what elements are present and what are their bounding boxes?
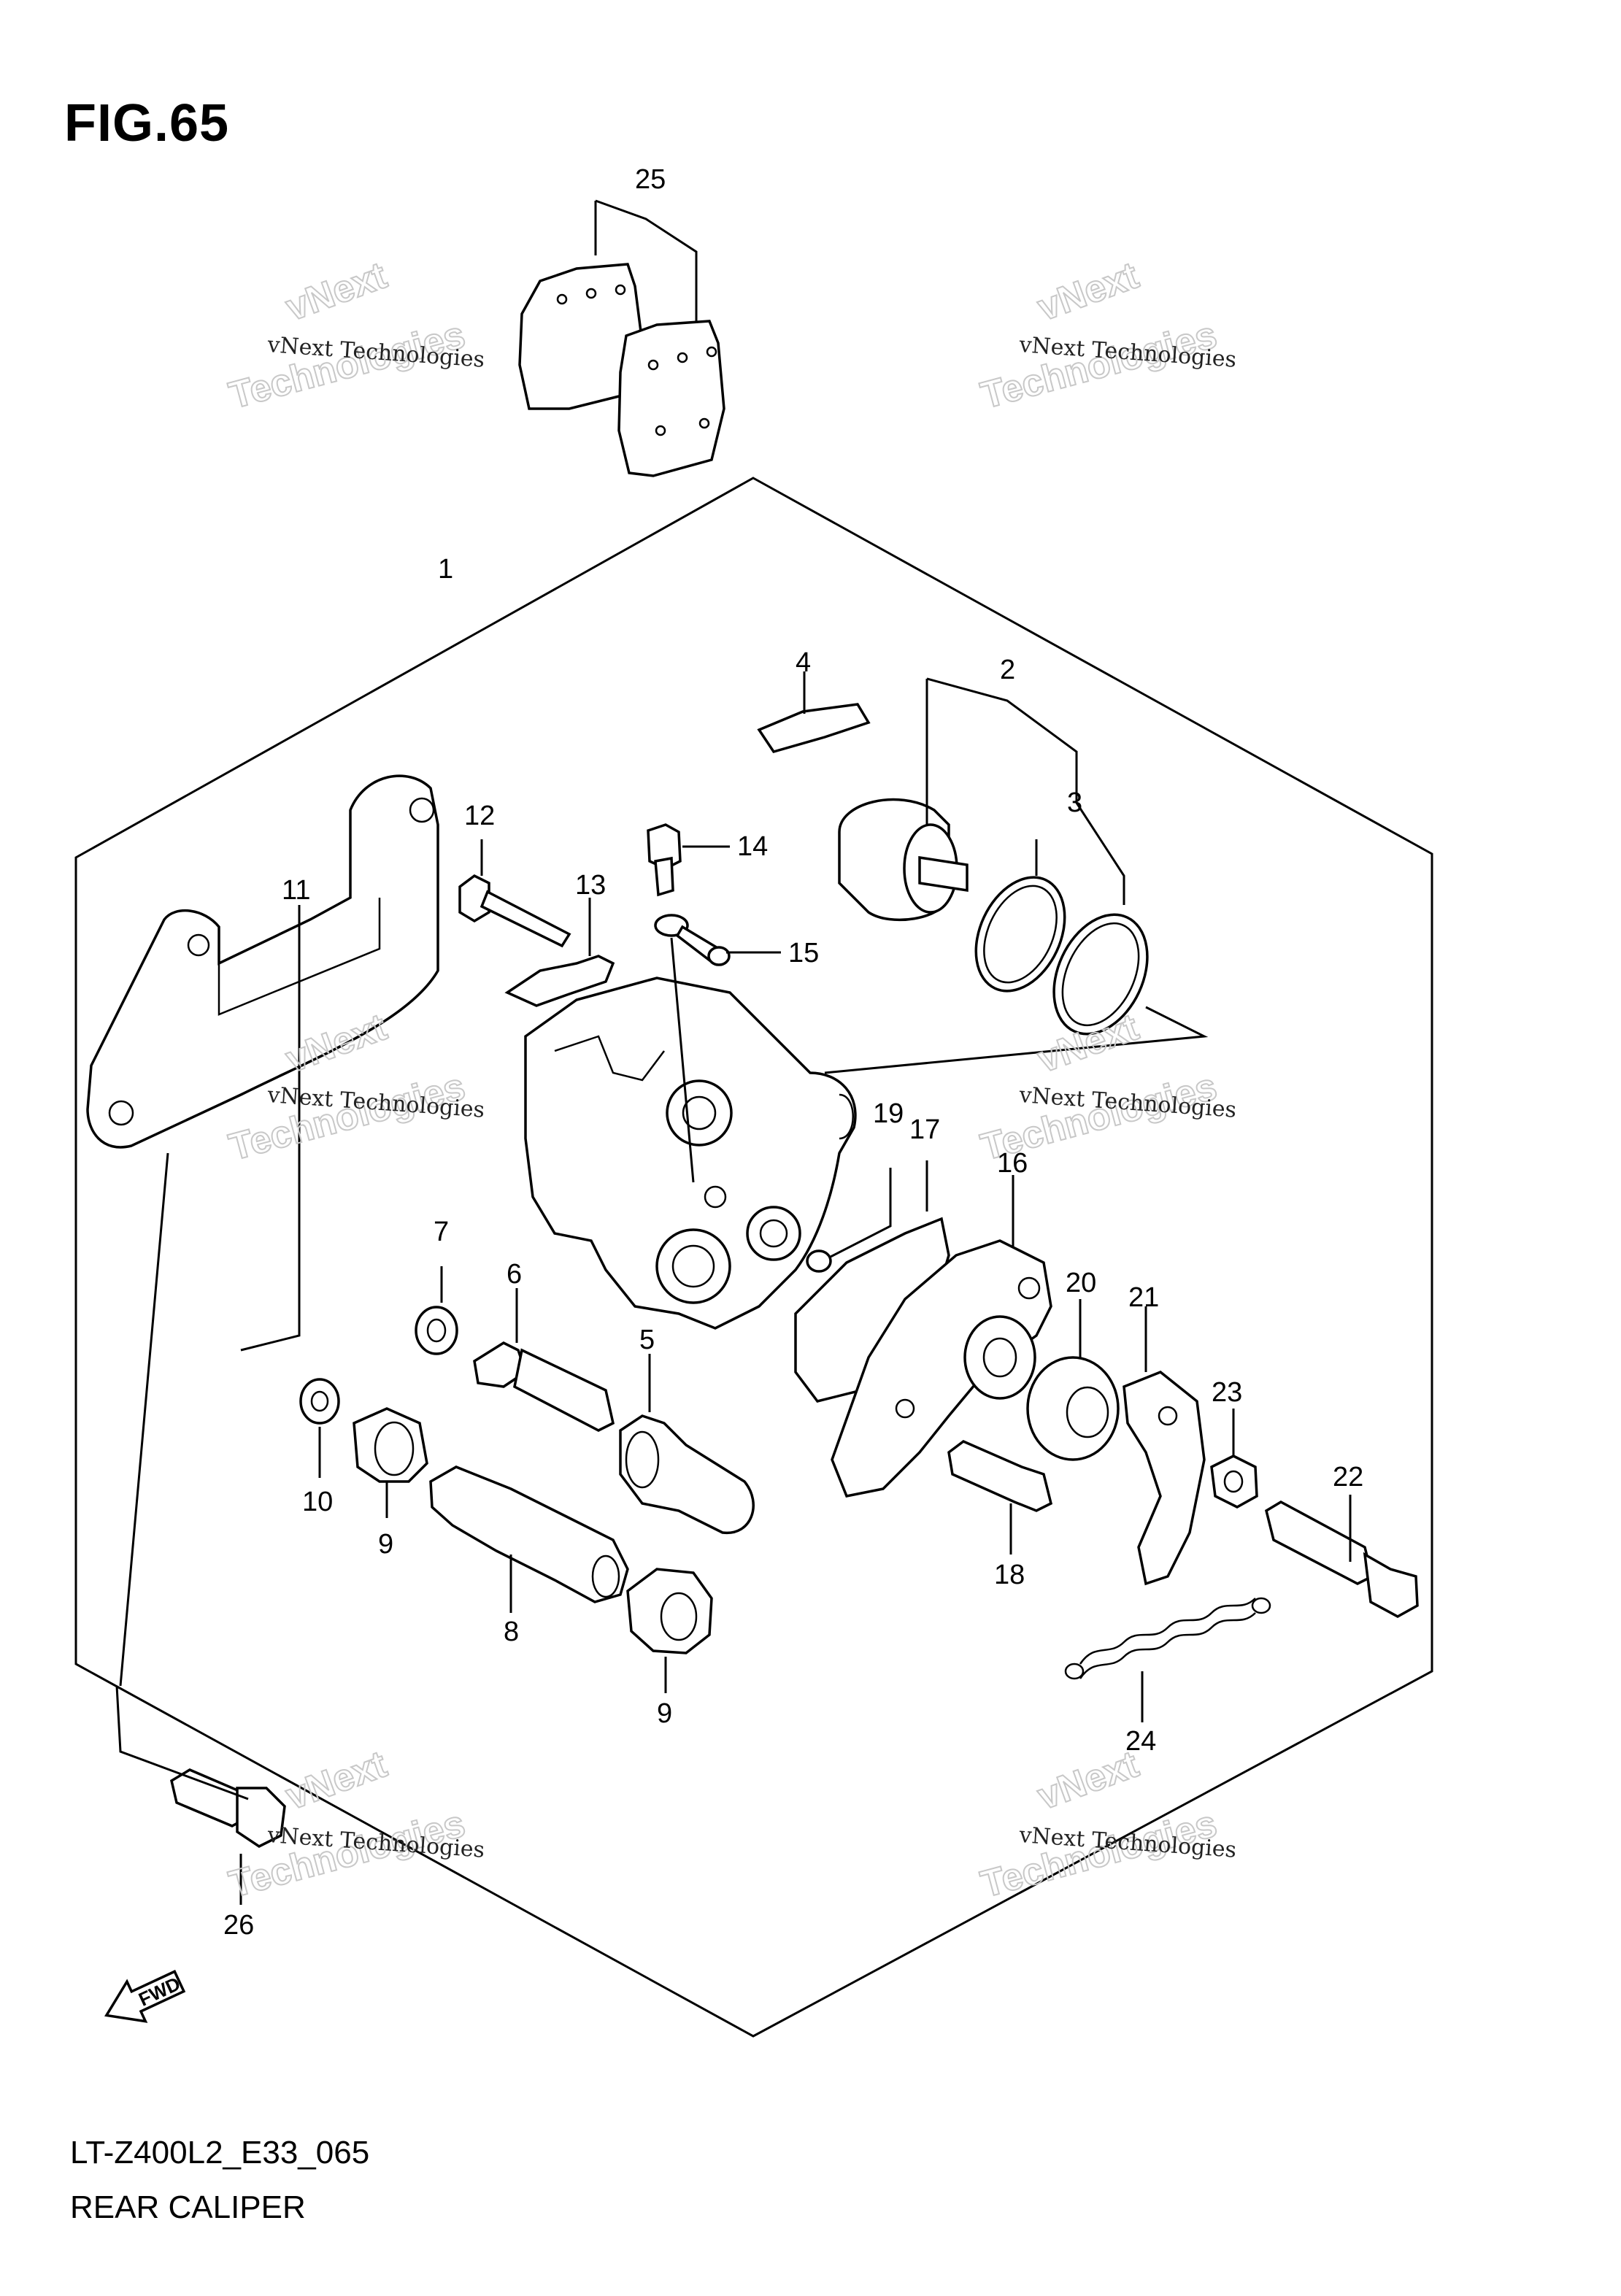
watermark-brand: vNext [1032, 254, 1144, 329]
watermark-top-right: vNext Technologies vNext Technologies [976, 253, 1237, 417]
callout-19: 19 [873, 1098, 904, 1129]
callout-1: 1 [438, 554, 453, 585]
parking-lever [1123, 1370, 1206, 1586]
callout-13: 13 [575, 870, 606, 901]
callout-12: 12 [464, 801, 495, 831]
callout-11: 11 [282, 875, 310, 906]
callout-25: 25 [635, 164, 666, 195]
nut-23 [1210, 1455, 1258, 1509]
forward-arrow-icon: FWD [104, 1970, 186, 2023]
boot-9-lower [626, 1568, 713, 1654]
slide-pin-8 [429, 1465, 629, 1603]
callout-5: 5 [639, 1325, 655, 1355]
callout-15: 15 [788, 938, 819, 968]
bleeder-cap [654, 914, 731, 966]
callout-7: 7 [434, 1217, 449, 1247]
bracket-bolt [458, 874, 571, 948]
watermark-mid-right: vNext Technologies vNext Technologies [976, 1005, 1237, 1169]
washer-7 [415, 1306, 458, 1355]
mounting-bolt-26 [170, 1768, 286, 1849]
model-code: LT-Z400L2_E33_065 [70, 2135, 370, 2170]
callout-21: 21 [1128, 1282, 1159, 1313]
parking-brake-housing [831, 1239, 1052, 1498]
pad-spring-clip [757, 703, 871, 754]
callout-26: 26 [223, 1910, 254, 1941]
callout-22: 22 [1333, 1462, 1363, 1492]
assembly-boundary [74, 477, 1433, 2038]
callout-9-lower: 9 [657, 1698, 672, 1729]
return-spring [1064, 1597, 1271, 1680]
watermark-bottom-right: vNext Technologies vNext Technologies [976, 1742, 1237, 1906]
piston-seals [974, 876, 1149, 1036]
callout-3: 3 [1067, 787, 1082, 818]
callout-23: 23 [1212, 1377, 1242, 1408]
callout-14: 14 [737, 831, 768, 862]
retainer-plate [504, 955, 615, 1007]
callout-9-upper: 9 [378, 1529, 393, 1560]
callout-18: 18 [994, 1560, 1025, 1590]
bleeder-valve [647, 823, 682, 897]
boot-9-upper [353, 1407, 428, 1483]
callout-4: 4 [796, 647, 811, 678]
callout-20: 20 [1066, 1268, 1096, 1298]
o-ring-19 [806, 1249, 832, 1273]
watermark-brand: vNext [280, 254, 392, 329]
watermark-top-left: vNext Technologies vNext Technologies [224, 253, 485, 417]
slide-pin-5 [619, 1414, 755, 1534]
callout-10: 10 [302, 1487, 333, 1517]
slide-pin-6 [473, 1341, 615, 1432]
housing-bolt [947, 1439, 1053, 1512]
adjuster-bolt [1264, 1500, 1419, 1618]
cam-roller [1026, 1356, 1120, 1461]
washer-10 [299, 1378, 340, 1425]
callout-8: 8 [504, 1617, 519, 1647]
callout-24: 24 [1125, 1726, 1156, 1757]
callout-6: 6 [507, 1259, 522, 1290]
figure-caption: REAR CALIPER [70, 2189, 306, 2225]
callout-17: 17 [909, 1114, 940, 1145]
callout-16: 16 [997, 1148, 1028, 1179]
brake-pads [518, 263, 725, 477]
piston [838, 798, 969, 922]
figure-title: FIG.65 [64, 94, 230, 153]
callout-2: 2 [1000, 655, 1015, 685]
